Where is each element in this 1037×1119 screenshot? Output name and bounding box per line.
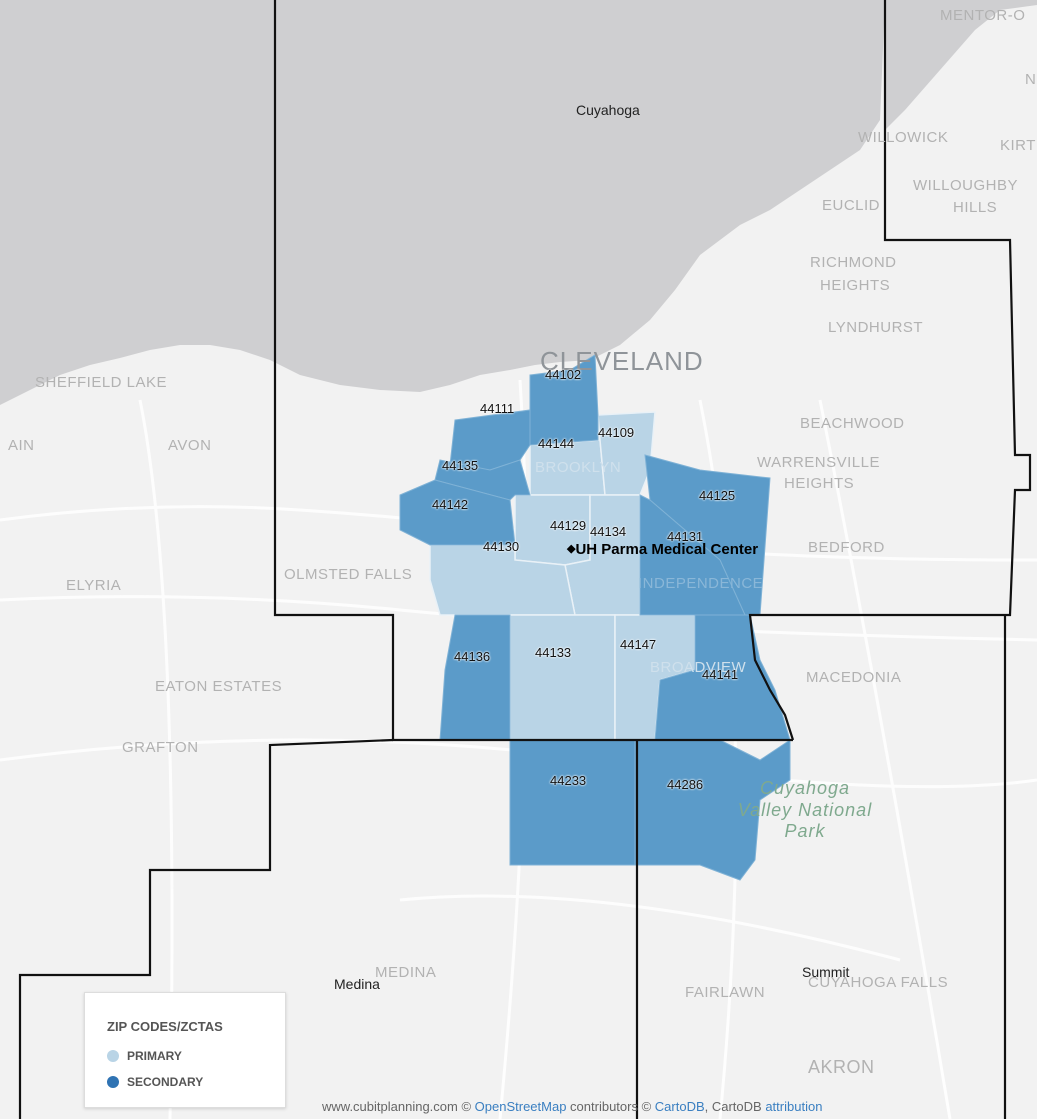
place-label-eaton-estates: EATON ESTATES <box>155 678 283 695</box>
medical-center-marker[interactable]: ◆UH Parma Medical Center <box>567 542 758 557</box>
place-label-akron: AKRON <box>808 1057 875 1077</box>
county-label-medina: Medina <box>334 976 380 992</box>
secondary-swatch-icon <box>107 1076 119 1088</box>
zip-label-44111: 44111 <box>480 401 515 416</box>
zip-label-44131: 44131 <box>667 529 704 544</box>
zip-label-44133: 44133 <box>535 645 572 660</box>
place-label-willoughby-hills: HILLS <box>953 199 998 216</box>
zip-area-44142[interactable] <box>399 479 516 546</box>
zip-areas-secondary <box>399 354 791 881</box>
zip-label-44109: 44109 <box>598 425 635 440</box>
zip-label-44147: 44147 <box>620 637 657 652</box>
place-label-sheffield-lake: SHEFFIELD LAKE <box>35 374 168 391</box>
place-label-willowick: WILLOWICK <box>858 129 949 146</box>
zip-areas-primary <box>429 411 696 741</box>
place-label-independence: INDEPENDENCE <box>638 575 764 592</box>
zip-label-44142: 44142 <box>432 497 469 512</box>
place-label-broadview: BROADVIEW <box>650 659 747 676</box>
map-legend: ZIP CODES/ZCTAS PRIMARY SECONDARY <box>84 992 286 1108</box>
zip-label-44233: 44233 <box>550 773 587 788</box>
place-label-bedford: BEDFORD <box>808 539 885 556</box>
legend-label-primary: PRIMARY <box>127 1049 182 1063</box>
county-label-cuyahoga: Cuyahoga <box>576 102 640 118</box>
place-label-elyria: ELYRIA <box>66 577 122 594</box>
primary-swatch-icon <box>107 1050 119 1062</box>
zip-label-44144: 44144 <box>538 436 575 451</box>
place-label-cuyahoga-falls: CUYAHOGA FALLS <box>808 974 949 991</box>
place-label-mentor: MENTOR-O <box>940 7 1026 24</box>
place-label-olmsted-falls: OLMSTED FALLS <box>284 566 413 583</box>
zip-label-44135: 44135 <box>442 458 479 473</box>
park-label-line2: Valley National <box>737 799 873 820</box>
place-label-macedonia: MACEDONIA <box>806 669 902 686</box>
zip-label-44136: 44136 <box>454 649 491 664</box>
attribution-contributors: contributors © <box>566 1099 655 1114</box>
medical-center-label: UH Parma Medical Center <box>575 541 759 558</box>
zip-area-44233[interactable] <box>509 739 636 866</box>
lake-erie <box>0 0 1037 405</box>
zip-area-44133[interactable] <box>509 614 616 741</box>
zip-label-44286: 44286 <box>667 777 704 792</box>
zip-area-44286[interactable] <box>634 739 791 881</box>
attribution-link[interactable]: attribution <box>765 1099 823 1114</box>
place-label-beachwood: BEACHWOOD <box>800 415 905 432</box>
county-label-summit: Summit <box>802 964 850 980</box>
legend-title: ZIP CODES/ZCTAS <box>107 1019 223 1034</box>
place-label-lyndhurst: LYNDHURST <box>828 319 924 336</box>
park-label: Cuyahoga Valley National Park <box>725 778 885 843</box>
place-label-grafton: GRAFTON <box>122 739 199 756</box>
place-label-warrensville: WARRENSVILLE <box>757 454 880 471</box>
legend-item-secondary: SECONDARY <box>107 1075 203 1089</box>
attribution-site: www.cubitplanning.com © <box>322 1099 475 1114</box>
place-label-medina: MEDINA <box>375 964 437 981</box>
legend-label-secondary: SECONDARY <box>127 1075 204 1089</box>
place-label-brooklyn: BROOKLYN <box>535 459 622 476</box>
cartodb-link[interactable]: CartoDB <box>654 1099 705 1114</box>
map-attribution: www.cubitplanning.com © OpenStreetMap co… <box>322 1099 822 1114</box>
zip-label-44134: 44134 <box>590 524 627 539</box>
zip-label-44129: 44129 <box>550 518 587 533</box>
place-label-richmond-heights: HEIGHTS <box>820 277 891 294</box>
park-label-line1: Cuyahoga <box>759 778 851 798</box>
place-label-northfield: N <box>1025 71 1037 88</box>
place-label-avon: AVON <box>168 437 212 454</box>
place-label-richmond: RICHMOND <box>810 254 897 271</box>
zip-label-44125: 44125 <box>699 488 736 503</box>
place-label-fairlawn: FAIRLAWN <box>685 984 766 1001</box>
legend-item-primary: PRIMARY <box>107 1049 182 1063</box>
osm-link[interactable]: OpenStreetMap <box>474 1099 567 1114</box>
place-label-willoughby: WILLOUGHBY <box>913 177 1019 194</box>
zip-label-44141: 44141 <box>702 667 739 682</box>
place-label-warrensville-heights: HEIGHTS <box>784 475 855 492</box>
place-label-kirtland: KIRT <box>1000 137 1036 154</box>
zip-label-44130: 44130 <box>483 539 520 554</box>
place-label-lorain: AIN <box>8 437 35 454</box>
county-boundaries <box>18 0 1032 1119</box>
attribution-sep: , CartoDB <box>704 1099 766 1114</box>
zip-label-44102: 44102 <box>545 367 582 382</box>
place-label-euclid: EUCLID <box>822 197 881 214</box>
park-label-line3: Park <box>784 821 826 842</box>
diamond-icon: ◆ <box>567 543 576 555</box>
place-label-cleveland: CLEVELAND <box>540 346 704 376</box>
zip-area-44136[interactable] <box>439 614 511 741</box>
